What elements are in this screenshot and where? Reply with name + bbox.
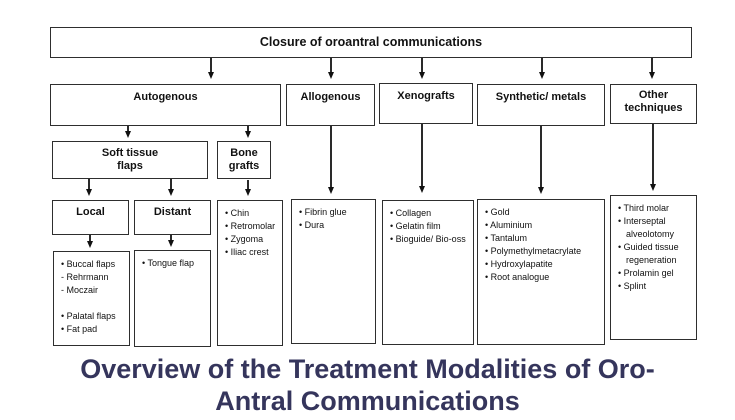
list-item: - Rehrmann bbox=[61, 272, 109, 282]
list-other-items: • Third molar • Interseptal alveolotomy • … bbox=[610, 195, 697, 340]
node-local-label: Local bbox=[76, 206, 105, 218]
list-item: • Zygoma bbox=[225, 234, 264, 244]
list-item: • Third molar bbox=[618, 203, 669, 213]
list-allogenous-items: • Fibrin glue • Dura bbox=[291, 199, 376, 344]
node-local: Local bbox=[52, 200, 129, 235]
node-soft-tissue-flaps-label: Soft tissue flaps bbox=[101, 147, 159, 172]
connector-root-allogenous bbox=[327, 58, 334, 79]
list-item: • Palatal flaps bbox=[61, 311, 116, 321]
node-synthetic-metals: Synthetic/ metals bbox=[477, 84, 605, 126]
list-item bbox=[61, 297, 126, 310]
list-item: • Gelatin film bbox=[390, 221, 441, 231]
list-local-flaps: • Buccal flaps - Rehrmann - Moczair • Palat… bbox=[53, 251, 130, 346]
list-item: • Fibrin glue bbox=[299, 207, 347, 217]
connector-root-autogenous bbox=[207, 58, 214, 79]
node-bone-grafts: Bone grafts bbox=[217, 141, 271, 179]
connector-autogenous-soft-tissue bbox=[124, 126, 131, 138]
connector-distant-flaps bbox=[167, 235, 174, 247]
node-distant: Distant bbox=[134, 200, 211, 235]
node-distant-label: Distant bbox=[153, 206, 192, 218]
list-synthetic-items: • Gold • Aluminium • Tantalum • Polymethylm… bbox=[477, 199, 605, 345]
list-item: • Iliac crest bbox=[225, 247, 269, 257]
connector-other-items bbox=[649, 124, 656, 191]
node-allogenous-label: Allogenous bbox=[300, 91, 361, 103]
list-item: • Polymethylmetacrylate bbox=[485, 246, 582, 256]
list-item: • Aluminium bbox=[485, 220, 533, 230]
connector-autogenous-bone-grafts bbox=[244, 126, 251, 138]
list-item: • Tongue flap bbox=[142, 258, 195, 268]
list-item: • Tantalum bbox=[485, 233, 528, 243]
connector-xenografts-items bbox=[418, 124, 425, 193]
connector-soft-tissue-local bbox=[85, 179, 92, 196]
list-item: • Retromolar bbox=[225, 221, 276, 231]
slide-caption-line1: Overview of the Treatment Modalities of … bbox=[80, 354, 655, 384]
node-other-techniques-label: Other techniques bbox=[624, 89, 683, 114]
list-item: • Chin bbox=[225, 208, 250, 218]
list-item: • Interseptal alveolotomy bbox=[618, 216, 675, 239]
list-item: • Hydroxylapatite bbox=[485, 259, 553, 269]
connector-soft-tissue-distant bbox=[167, 179, 174, 196]
slide-caption-line2: Antral Communications bbox=[215, 386, 520, 416]
connector-allogenous-items bbox=[327, 126, 334, 194]
connector-root-xenografts bbox=[418, 58, 425, 79]
list-item: • Root analogue bbox=[485, 272, 550, 282]
connector-root-synthetic bbox=[538, 58, 545, 79]
list-item: - Moczair bbox=[61, 285, 99, 295]
list-item: • Prolamin gel bbox=[618, 268, 674, 278]
list-distant-flaps: • Tongue flap bbox=[134, 250, 211, 347]
list-item: • Bioguide/ Bio-oss bbox=[390, 234, 466, 244]
list-item: • Guided tissue regeneration bbox=[618, 242, 679, 265]
node-allogenous: Allogenous bbox=[286, 84, 375, 126]
connector-bone-grafts-sites bbox=[244, 180, 251, 196]
list-item: • Gold bbox=[485, 207, 510, 217]
node-xenografts-label: Xenografts bbox=[397, 90, 455, 102]
node-synthetic-metals-label: Synthetic/ metals bbox=[495, 91, 587, 103]
list-item: • Splint bbox=[618, 281, 647, 291]
node-soft-tissue-flaps: Soft tissue flaps bbox=[52, 141, 208, 179]
list-item: • Dura bbox=[299, 220, 325, 230]
list-item: • Collagen bbox=[390, 208, 432, 218]
node-root-label: Closure of oroantral communications bbox=[259, 35, 483, 49]
node-autogenous: Autogenous bbox=[50, 84, 281, 126]
list-item: • Buccal flaps bbox=[61, 259, 116, 269]
slide-caption: Overview of the Treatment Modalities of … bbox=[0, 353, 735, 417]
node-autogenous-label: Autogenous bbox=[133, 91, 198, 103]
connector-synthetic-items bbox=[537, 126, 544, 194]
node-bone-grafts-label: Bone grafts bbox=[228, 147, 260, 172]
list-bone-graft-sites: • Chin • Retromolar • Zygoma • Iliac crest bbox=[217, 200, 283, 346]
node-other-techniques: Other techniques bbox=[610, 84, 697, 124]
list-xenograft-items: • Collagen • Gelatin film • Bioguide/ Bio-… bbox=[382, 200, 474, 345]
connector-root-other bbox=[648, 58, 655, 79]
node-xenografts: Xenografts bbox=[379, 83, 473, 124]
connector-local-flaps bbox=[86, 235, 93, 248]
node-root: Closure of oroantral communications bbox=[50, 27, 692, 58]
list-item: • Fat pad bbox=[61, 324, 98, 334]
